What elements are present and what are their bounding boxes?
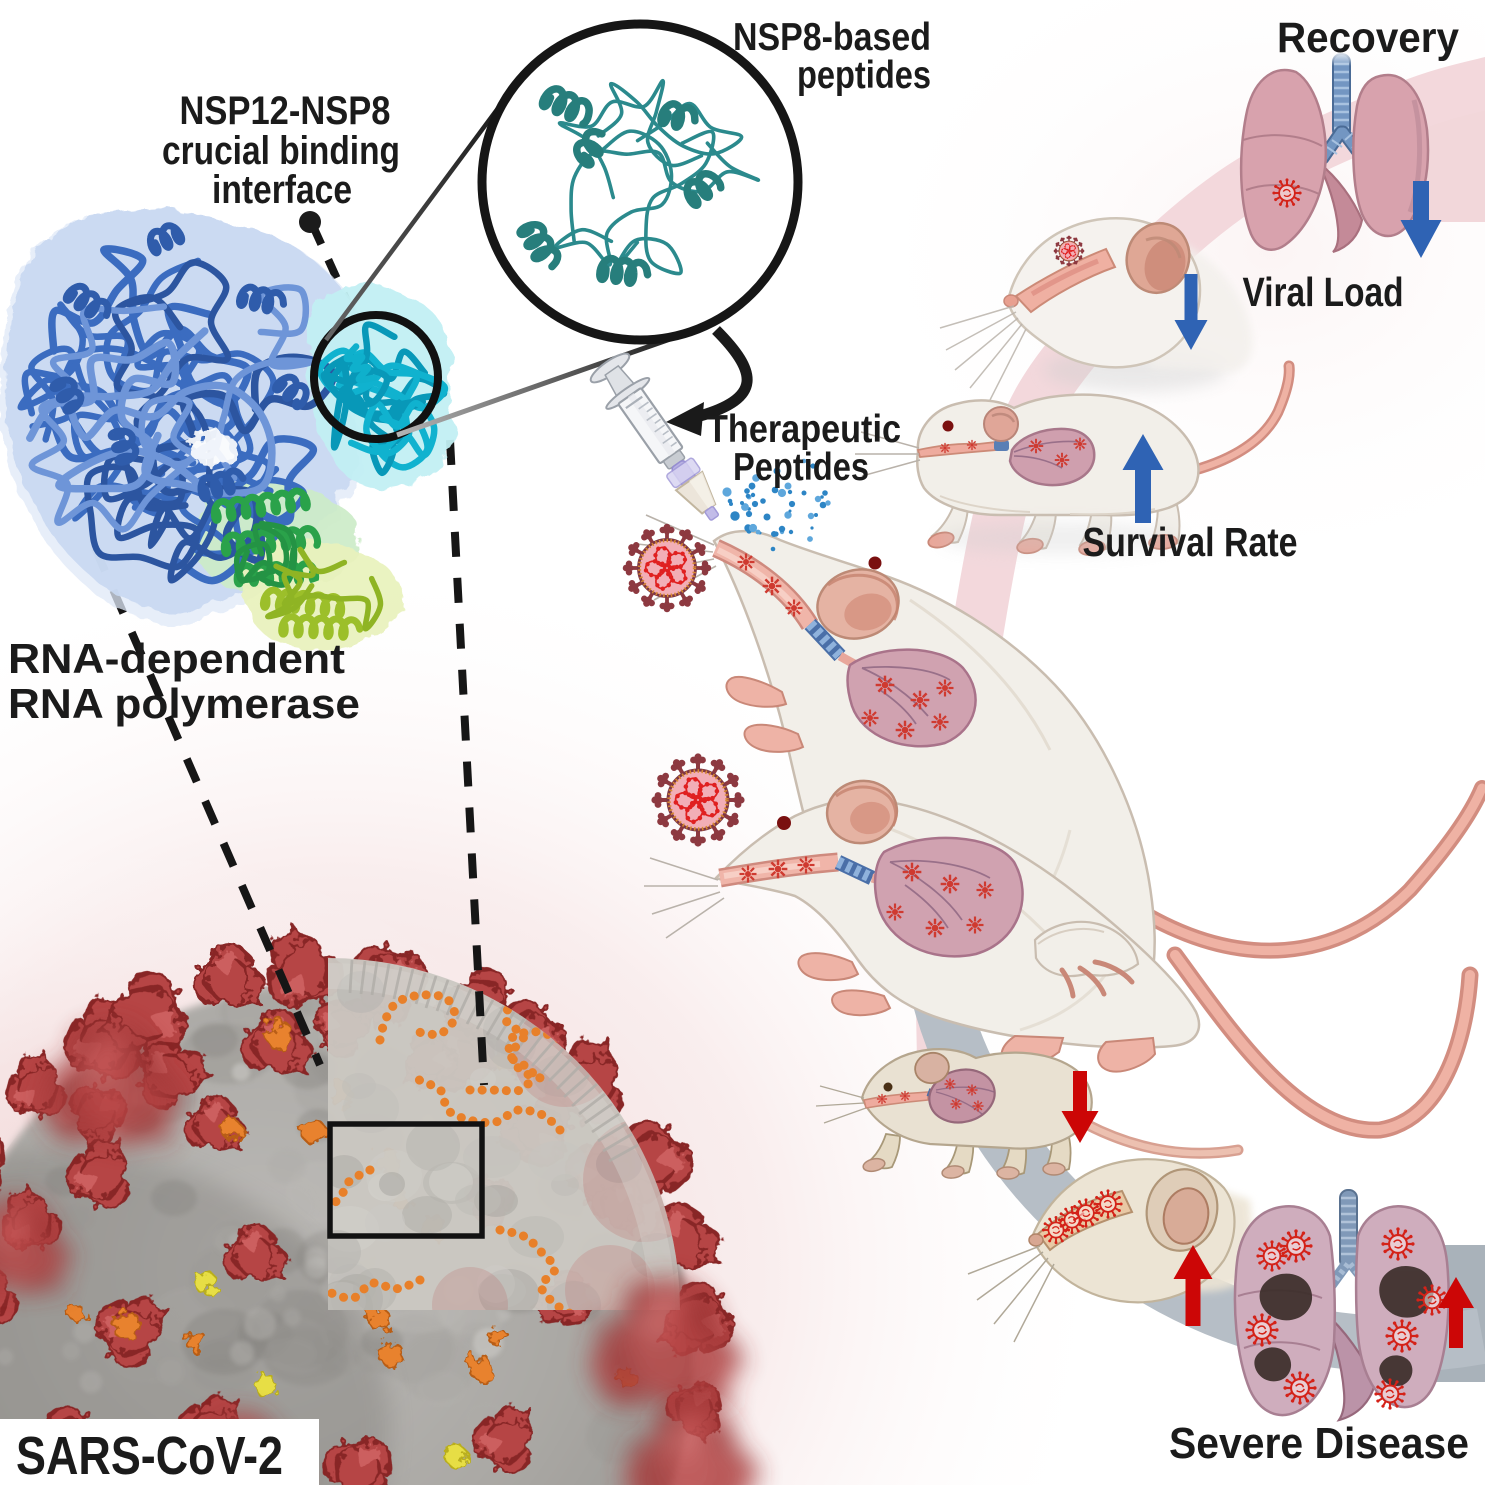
svg-text:Peptides: Peptides bbox=[733, 446, 869, 489]
svg-text:SARS-CoV-2: SARS-CoV-2 bbox=[16, 1426, 283, 1485]
svg-text:RNA-dependent: RNA-dependent bbox=[8, 635, 345, 682]
svg-text:peptides: peptides bbox=[797, 54, 931, 97]
svg-text:Severe Disease: Severe Disease bbox=[1169, 1419, 1469, 1468]
svg-text:Survival Rate: Survival Rate bbox=[1083, 519, 1298, 565]
svg-text:NSP12-NSP8: NSP12-NSP8 bbox=[180, 89, 391, 133]
svg-text:interface: interface bbox=[212, 168, 352, 212]
svg-text:Recovery: Recovery bbox=[1277, 14, 1459, 62]
svg-text:Therapeutic: Therapeutic bbox=[707, 408, 901, 451]
svg-text:Viral Load: Viral Load bbox=[1243, 269, 1404, 315]
svg-text:crucial binding: crucial binding bbox=[162, 129, 400, 173]
svg-text:NSP8-based: NSP8-based bbox=[733, 16, 931, 59]
svg-text:RNA polymerase: RNA polymerase bbox=[8, 680, 360, 727]
